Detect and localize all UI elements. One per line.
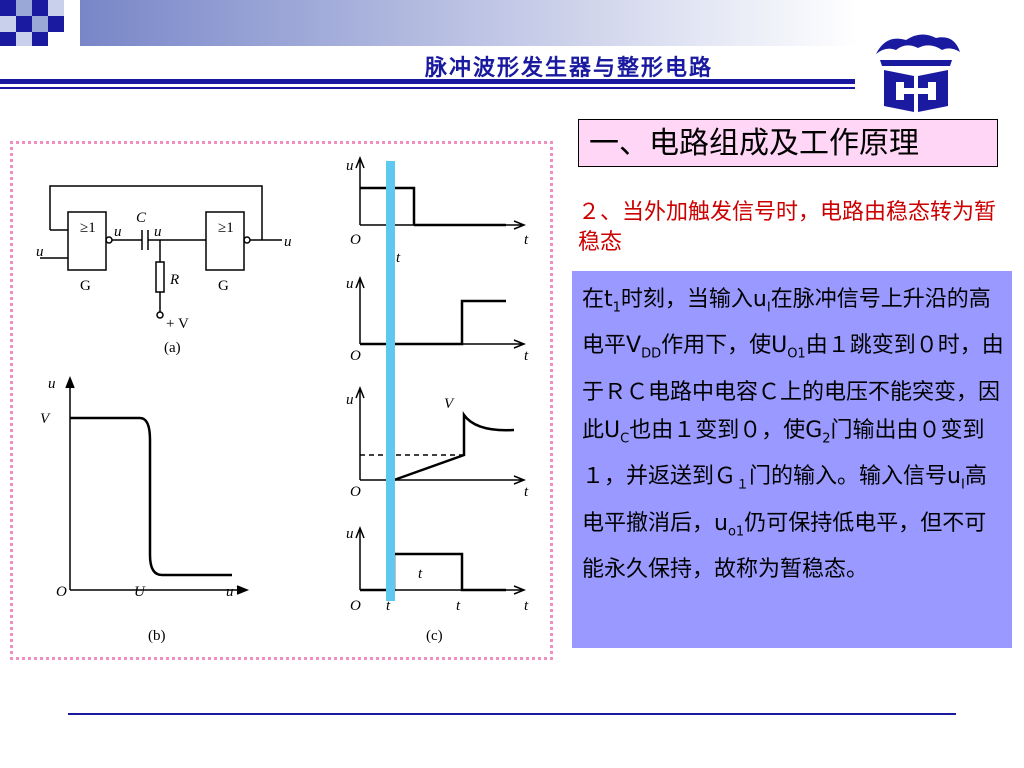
timing-t-1: t: [524, 232, 529, 248]
university-logo-icon: [866, 26, 966, 116]
g2-label: G: [218, 278, 229, 294]
timing-uo1: u: [346, 276, 354, 292]
time-marker-bar: [386, 161, 395, 601]
transfer-uth: U: [134, 584, 146, 600]
transfer-ylabel: u: [48, 376, 56, 392]
timing-t2: t: [456, 598, 461, 614]
timing-twi: t: [396, 250, 401, 266]
figure-frame: ≥1 ≥1 u u C u R u G G + V (a) u V O U u …: [10, 141, 553, 660]
footer-line: [68, 713, 956, 715]
timing-ui: u: [346, 158, 354, 174]
transfer-curve: [65, 375, 250, 595]
header-title: 脉冲波形发生器与整形电路: [425, 56, 714, 81]
timing-o-2: O: [350, 348, 361, 364]
g1-label: G: [80, 278, 91, 294]
circuit-figure: ≥1 ≥1 u u C u R u G G + V (a) u V O U u …: [36, 155, 529, 644]
resistor-label: R: [169, 272, 179, 288]
timing-t-2: t: [524, 348, 529, 364]
header-line-thick: [0, 79, 855, 84]
section-subtitle: ２、当外加触发信号时，电路由稳态转为暂稳态: [578, 200, 997, 255]
ui-label: u: [36, 244, 44, 260]
caption-b: (b): [148, 628, 166, 644]
timing-t-4: t: [524, 598, 529, 614]
section-title: 一、电路组成及工作原理: [578, 119, 998, 167]
caption-a: (a): [164, 340, 181, 356]
gate2-symbol: ≥1: [218, 220, 234, 236]
timing-o-1: O: [350, 232, 361, 248]
uc-label: u: [154, 224, 162, 240]
caption-c: (c): [426, 628, 443, 644]
uo-label: u: [284, 234, 292, 250]
explanation-text: 在t1时刻，当输入uI在脉冲信号上升沿的高电平VDD作用下，使UO1由１跳变到０…: [572, 271, 1012, 648]
timing-t-3: t: [524, 484, 529, 500]
transfer-xlabel: u: [226, 584, 234, 600]
timing-diagram: [355, 155, 527, 595]
timing-two: t: [418, 566, 423, 582]
top-gradient-bar: [80, 0, 860, 46]
timing-o-4: O: [350, 598, 361, 614]
corner-decoration: [0, 0, 80, 46]
transfer-vdd: V: [40, 411, 51, 427]
uo1-label: u: [114, 224, 122, 240]
vdd-supply-label: + V: [166, 316, 189, 332]
timing-vdd06: V: [444, 396, 455, 412]
timing-t1: t: [386, 598, 391, 614]
circuit-schematic: [40, 185, 282, 319]
timing-o-3: O: [350, 484, 361, 500]
header-line-thin: [0, 87, 855, 89]
timing-uo: u: [346, 526, 354, 542]
transfer-origin: O: [56, 584, 67, 600]
timing-uc: u: [346, 392, 354, 408]
gate1-symbol: ≥1: [80, 220, 96, 236]
capacitor-label: C: [136, 210, 147, 226]
